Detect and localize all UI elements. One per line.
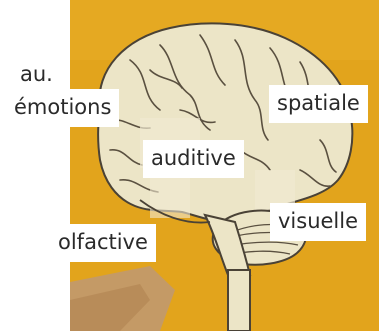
label-olfactive: olfactive bbox=[50, 224, 156, 262]
label-emotions: émotions bbox=[0, 89, 119, 127]
label-spatiale: spatiale bbox=[269, 85, 368, 123]
label-auditive: auditive bbox=[143, 140, 244, 178]
support-stick bbox=[228, 270, 250, 331]
text-fragment: au. bbox=[20, 64, 53, 85]
tape-patch bbox=[150, 178, 190, 218]
label-visuelle: visuelle bbox=[270, 203, 366, 241]
